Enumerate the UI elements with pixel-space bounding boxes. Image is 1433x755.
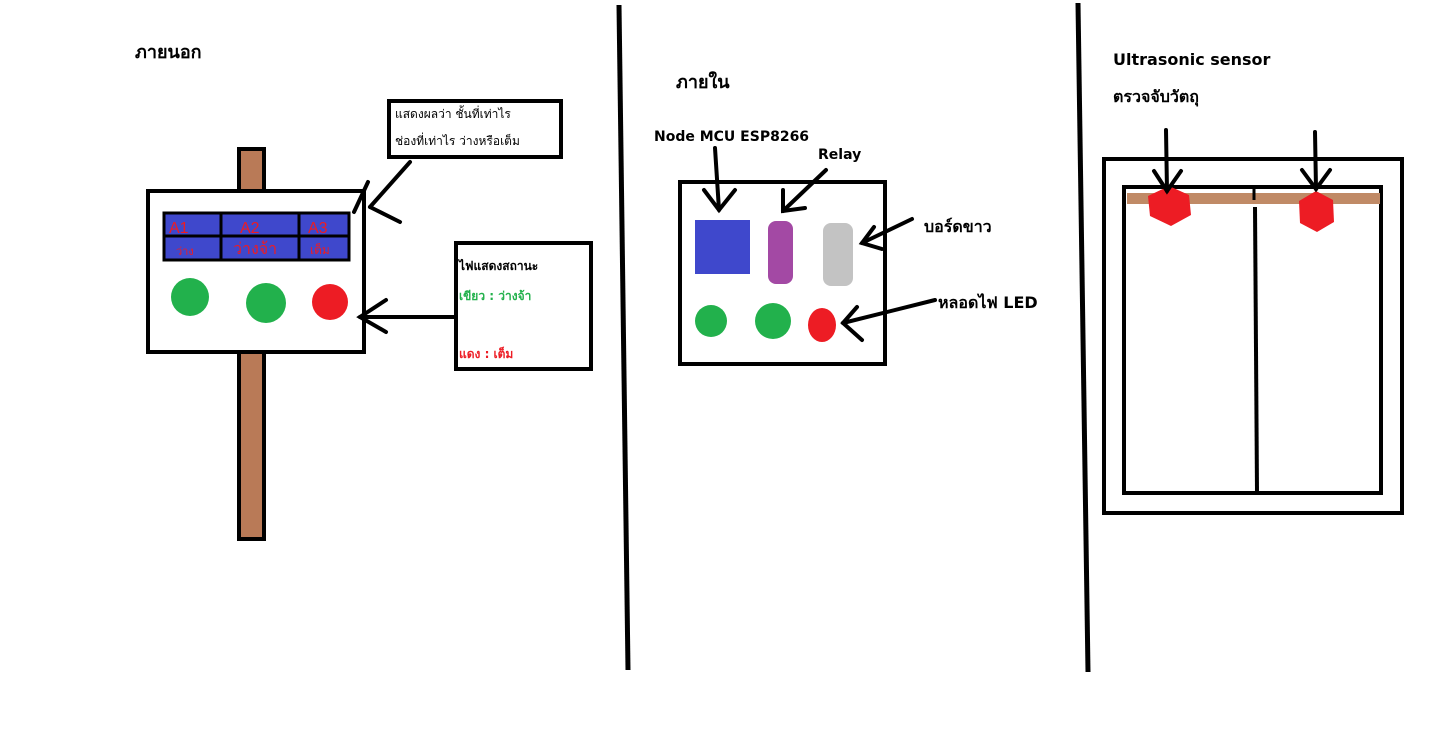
- ultrasonic-sensor-2: [1299, 191, 1334, 232]
- slot-status-a3: เต็ม: [310, 242, 330, 257]
- led-red: [808, 308, 836, 342]
- display-callout-box: [387, 99, 563, 159]
- divider-line-left: [616, 4, 631, 671]
- slot-code-a1: A1: [169, 220, 189, 237]
- status-legend-arrow: [356, 298, 456, 334]
- ultrasonic-sensor-1: [1148, 186, 1191, 226]
- display-callout-arrow: [352, 160, 412, 224]
- mcu-label: Node MCU ESP8266: [654, 129, 809, 145]
- slot-code-a3: A3: [308, 220, 328, 237]
- slot-code-a2: A2: [240, 220, 260, 237]
- display-panel: A1 A2 A3 ว่าง ว่างจ้า เต็ม: [162, 211, 351, 262]
- display-callout-line1: แสดงผลว่า ชั้นที่เท่าไร: [395, 105, 511, 121]
- sign-light-red: [312, 284, 348, 320]
- display-callout-line2: ช่องที่เท่าไร ว่างหรือเต็ม: [395, 132, 520, 148]
- sign-light-green-1: [171, 278, 209, 316]
- relay-module: [768, 221, 793, 284]
- parking-frame-inner: [1122, 185, 1383, 495]
- slot-status-a2: ว่างจ้า: [233, 239, 277, 258]
- sensor-arrows: [1152, 128, 1332, 195]
- status-legend-red: แดง : เต็ม: [459, 346, 513, 361]
- white-board: [823, 223, 853, 286]
- inside-arrows: [702, 146, 937, 342]
- status-legend-title: ไฟแสดงสถานะ: [457, 258, 538, 273]
- sensor-title-line1: Ultrasonic sensor: [1113, 50, 1271, 69]
- led-label: หลอดไฟ LED: [938, 293, 1038, 312]
- relay-label: Relay: [818, 147, 861, 163]
- board-label: บอร์ดขาว: [924, 217, 992, 236]
- status-legend-box: [454, 241, 593, 371]
- sign-light-green-2: [246, 283, 286, 323]
- divider-line-right: [1075, 2, 1091, 673]
- outside-title: ภายนอก: [135, 42, 202, 63]
- parking-divider: [1253, 206, 1259, 493]
- mcu-board: [695, 220, 750, 274]
- inside-title: ภายใน: [676, 71, 730, 93]
- status-legend-green: เขียว : ว่างจ้า: [459, 289, 531, 303]
- slot-status-a1: ว่าง: [176, 245, 194, 258]
- led-green-1: [695, 305, 727, 337]
- sensor-title-line2: ตรวจจับวัตถุ: [1113, 87, 1199, 107]
- led-green-2: [755, 303, 791, 339]
